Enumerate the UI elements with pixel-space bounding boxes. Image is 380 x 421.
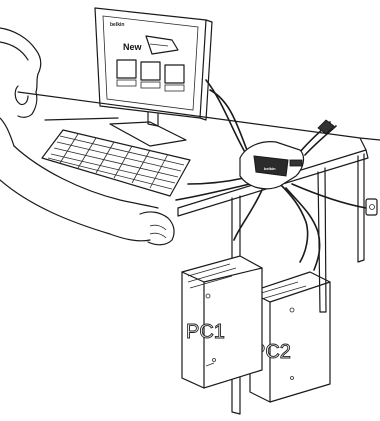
screen-panel-1 — [117, 60, 136, 78]
keyboard — [42, 130, 190, 196]
pc1-label: PC1 — [186, 321, 225, 343]
wall-outlet — [366, 199, 377, 215]
monitor-stand — [110, 122, 186, 146]
screen-panel-2 — [141, 62, 160, 80]
screen-logo: belkin — [110, 22, 124, 28]
person — [0, 28, 174, 245]
screen-heading: New — [123, 42, 143, 52]
pc1-tower: PC1 — [182, 256, 262, 388]
monitor: belkin New — [95, 8, 212, 146]
kvm-switch: belkin — [240, 120, 334, 189]
kvm-connector — [290, 160, 302, 166]
screen-panel-3 — [165, 65, 184, 83]
kvm-switch-logo: belkin — [264, 166, 276, 171]
